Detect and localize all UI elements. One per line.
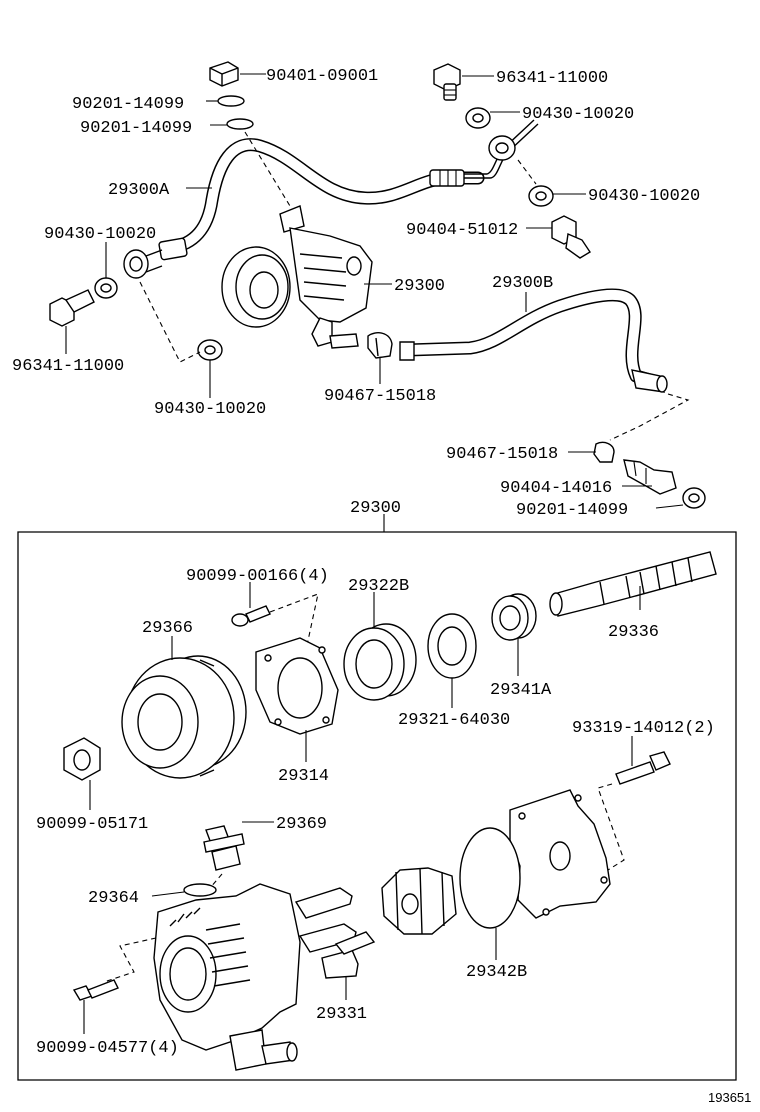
label-90404-51012: 90404-51012 <box>406 221 518 240</box>
label-29300b: 29300B <box>492 274 553 293</box>
union-bolt-96341-11000-top <box>433 63 461 101</box>
vanes-29331 <box>294 887 376 979</box>
label-90430-10020-left: 90430-10020 <box>44 225 156 244</box>
screw-90099-00166 <box>231 605 271 627</box>
pulley-29366 <box>121 655 247 779</box>
label-29336: 29336 <box>608 623 659 642</box>
washer-90201-14099-b <box>226 118 254 130</box>
banjo-fitting-left <box>123 249 163 279</box>
label-96341-11000-left: 96341-11000 <box>12 357 124 376</box>
sub-assembly-frame <box>17 531 737 1081</box>
union-bolt-96341-11000-left <box>49 289 95 327</box>
label-29364: 29364 <box>88 889 139 908</box>
leader-lines <box>65 73 684 1034</box>
label-29322b: 29322B <box>348 577 409 596</box>
gasket-90430-10020-right <box>528 185 554 207</box>
vacuum-pump-29300 <box>221 205 373 349</box>
gasket-90430-10020-left <box>94 277 118 299</box>
label-29342b: 29342B <box>466 963 527 982</box>
label-90430-10020-right: 90430-10020 <box>588 187 700 206</box>
nut-90099-05171 <box>63 737 101 781</box>
o-ring-29342b <box>459 827 521 929</box>
washer-90201-14099-c <box>682 487 706 509</box>
label-29300-pump: 29300 <box>394 277 445 296</box>
bearing-29322b <box>343 623 417 701</box>
flange-29314 <box>255 637 339 735</box>
shaft-29336 <box>549 551 717 617</box>
label-29300-box: 29300 <box>350 499 401 518</box>
washer-90201-14099-a <box>217 95 245 107</box>
hose-29300a <box>158 119 539 261</box>
label-90099-04577: 90099-04577(4) <box>36 1039 179 1058</box>
label-90099-05171: 90099-05171 <box>36 815 148 834</box>
label-90401-09001: 90401-09001 <box>266 67 378 86</box>
label-90099-00166: 90099-00166(4) <box>186 567 329 586</box>
shim-29321-64030 <box>427 613 477 679</box>
label-90201-14099-b: 90201-14099 <box>80 119 192 138</box>
pump-housing <box>153 883 301 1071</box>
label-29369: 29369 <box>276 815 327 834</box>
hose-clamp-90467-15018-a <box>367 332 393 359</box>
label-29341a: 29341A <box>490 681 552 700</box>
gasket-90430-10020-bottom <box>197 339 223 361</box>
label-93319-14012: 93319-14012(2) <box>572 719 715 738</box>
label-90467-15018-a: 90467-15018 <box>324 387 436 406</box>
sensor-29369 <box>203 825 245 871</box>
o-ring-29364 <box>183 883 217 897</box>
union-90404-14016 <box>623 459 677 495</box>
bolt-93319-14012 <box>615 751 671 785</box>
figure-id: 193651 <box>708 1090 751 1105</box>
label-29366: 29366 <box>142 619 193 638</box>
label-90201-14099-c: 90201-14099 <box>516 501 628 520</box>
label-29314: 29314 <box>278 767 329 786</box>
end-plate <box>509 789 611 919</box>
label-96341-11000-top: 96341-11000 <box>496 69 608 88</box>
union-90404-51012 <box>551 215 591 259</box>
rotor <box>381 867 457 935</box>
label-29331: 29331 <box>316 1005 367 1024</box>
label-29300a: 29300A <box>108 181 170 200</box>
hose-clamp-90467-15018-b <box>593 441 615 463</box>
label-90430-10020-top: 90430-10020 <box>522 105 634 124</box>
seal-29341a <box>491 593 537 641</box>
label-90201-14099-a: 90201-14099 <box>72 95 184 114</box>
banjo-fitting-right <box>488 135 516 161</box>
label-90467-15018-b: 90467-15018 <box>446 445 558 464</box>
bolt-90099-04577 <box>72 979 119 1001</box>
label-29321-64030: 29321-64030 <box>398 711 510 730</box>
label-90404-14016: 90404-14016 <box>500 479 612 498</box>
label-90430-10020-bottom: 90430-10020 <box>154 400 266 419</box>
gasket-90430-10020-top <box>465 107 491 129</box>
part-labels: 90401-09001 96341-11000 90201-14099 9020… <box>12 67 751 1105</box>
plug-bolt-90401-09001 <box>209 61 239 87</box>
hose-29300b <box>399 288 668 393</box>
